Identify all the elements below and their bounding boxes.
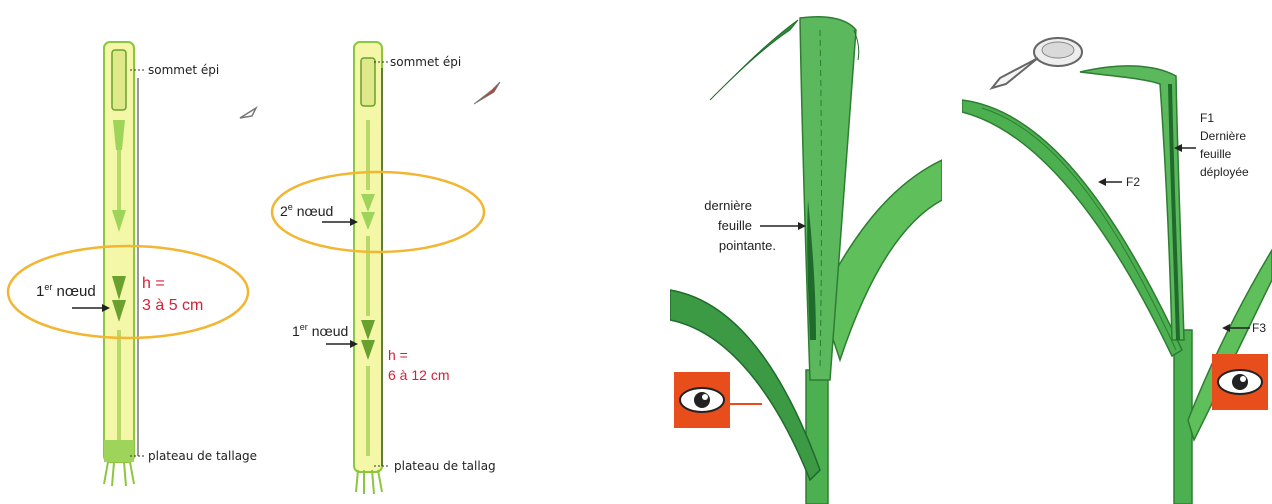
bottom-label: plateau de tallag — [394, 459, 496, 473]
f1-line4: déployée — [1200, 165, 1249, 179]
leaf-label-line3: pointante. — [719, 238, 776, 253]
f3-label: F3 — [1252, 321, 1266, 335]
node-label: 1er nœud — [36, 282, 96, 300]
panel-first-node: sommet épi 1er nœud h = 3 à 5 cm plateau… — [0, 0, 270, 504]
scissors-icon — [240, 108, 256, 118]
node2-label: 2e nœud — [280, 202, 333, 219]
height-line2: 3 à 5 cm — [142, 297, 203, 314]
stem-drawing — [104, 42, 134, 486]
stem-drawing — [354, 42, 382, 494]
panel-leaf-ranks: F1 Dernière feuille déployée F2 F3 — [962, 0, 1272, 504]
top-label: sommet épi — [390, 55, 461, 69]
top-label: sommet épi — [148, 63, 219, 77]
eye-icon — [1212, 354, 1268, 410]
scissors-icon — [474, 82, 500, 104]
leaf-label-line2: feuille — [718, 218, 752, 233]
eye-icon — [674, 372, 730, 428]
panel-last-leaf-emerging: dernière feuille pointante. — [670, 0, 942, 504]
f2-label: F2 — [1126, 175, 1140, 189]
f1-line3: feuille — [1200, 147, 1232, 161]
leaf-label-line1: dernière — [704, 198, 752, 213]
panel-second-node: sommet épi 2e nœud 1er nœud h = 6 à 12 c… — [270, 0, 510, 504]
f1-line2: Dernière — [1200, 129, 1246, 143]
node1-label: 1er nœud — [292, 322, 348, 339]
f1-label: F1 — [1200, 111, 1214, 125]
plant-drawing — [670, 17, 942, 504]
magnifier-icon — [992, 38, 1082, 88]
height-line1: h = — [388, 347, 408, 363]
height-line1: h = — [142, 275, 165, 292]
height-line2: 6 à 12 cm — [388, 367, 449, 383]
bottom-label: plateau de tallage — [148, 449, 257, 463]
